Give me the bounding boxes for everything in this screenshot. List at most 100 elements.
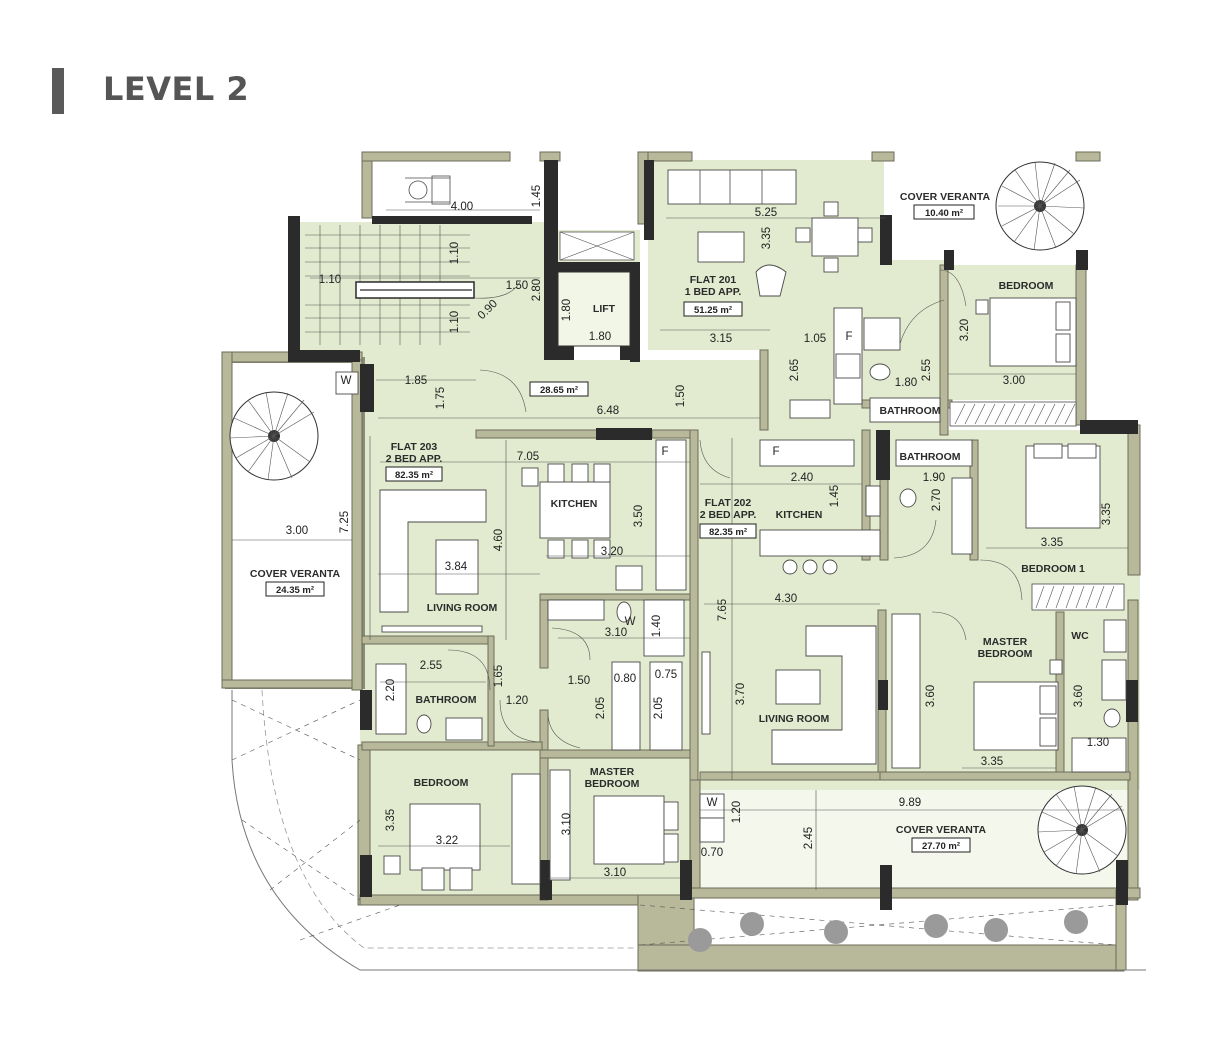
- dim-label: 5.25: [755, 207, 777, 219]
- lift-car: [557, 271, 631, 347]
- master-bedroom-flat203-line1: MASTER: [590, 766, 635, 778]
- dim-label: 1.40: [651, 615, 663, 637]
- cover-veranta-left-area: 24.35 m²: [276, 585, 314, 596]
- dim-label: 1.75: [435, 387, 447, 409]
- fixture-letters: W W F F F W: [341, 331, 853, 809]
- bathroom-flat202-label: BATHROOM: [899, 451, 960, 463]
- common-area: 28.65 m²: [540, 385, 578, 396]
- dim-label: 1.45: [829, 485, 841, 507]
- dimension-lines: [232, 209, 1128, 890]
- dim-label: 1.65: [493, 665, 505, 687]
- dim-label: 3.84: [445, 561, 468, 573]
- cover-veranta-bottom-area: 27.70 m²: [922, 841, 960, 852]
- wc-flat202-label: WC: [1071, 630, 1089, 642]
- wheelchair-lift: [380, 164, 530, 210]
- terrace-outline: [231, 689, 1146, 971]
- flat202-type: 2 BED APP.: [700, 509, 757, 521]
- bathroom-flat203-label: BATHROOM: [415, 694, 476, 706]
- dim-label: 1.05: [804, 333, 826, 345]
- dim-label: 2.40: [791, 472, 813, 484]
- dim-label: 3.15: [710, 333, 732, 345]
- dim-label: 1.50: [675, 385, 687, 407]
- structural-walls: [288, 160, 1138, 910]
- dim-label: 1.10: [449, 311, 461, 333]
- dimension-labels: 4.00 1.45 5.25 3.35 1.10 1.10 1.10 1.50 …: [286, 185, 1113, 879]
- dim-label: 7.65: [717, 599, 729, 621]
- dim-label: 1.30: [1087, 737, 1109, 749]
- kitchen-flat203-label: KITCHEN: [551, 498, 598, 510]
- dim-label: 3.10: [561, 813, 573, 835]
- fridge-label: F: [845, 331, 852, 343]
- cover-veranta-top-area: 10.40 m²: [925, 208, 963, 219]
- dim-label: 2.80: [531, 279, 543, 301]
- dim-label: 3.60: [1073, 685, 1085, 707]
- dim-label: 2.05: [595, 697, 607, 719]
- washing-machine-label: W: [625, 616, 636, 628]
- title-accent-bar: [52, 68, 64, 114]
- dim-label: 2.05: [653, 697, 665, 719]
- dim-label: 1.85: [405, 375, 427, 387]
- bedroom-flat201-label: BEDROOM: [999, 280, 1054, 292]
- dim-label: 3.60: [925, 685, 937, 707]
- dim-label: 3.35: [761, 227, 773, 249]
- fridge-label: F: [661, 446, 668, 458]
- cover-veranta-left-label: COVER VERANTA: [250, 568, 341, 580]
- fridge-label: F: [772, 446, 779, 458]
- dim-label: 3.00: [1003, 375, 1025, 387]
- master-bedroom-flat202-line1: MASTER: [983, 636, 1028, 648]
- dim-label: 1.80: [561, 299, 573, 321]
- dim-label: 3.35: [981, 756, 1003, 768]
- dim-label: 3.20: [601, 546, 623, 558]
- flat203-type: 2 BED APP.: [386, 453, 443, 465]
- flat201-name: FLAT 201: [690, 274, 737, 286]
- dim-label: 1.50: [506, 280, 528, 292]
- dim-label: 6.48: [597, 405, 619, 417]
- dim-label: 0.80: [614, 673, 636, 685]
- kitchen-flat202-label: KITCHEN: [776, 509, 823, 521]
- dim-label: 1.10: [319, 274, 341, 286]
- dim-label: 1.80: [589, 331, 611, 343]
- flat201-area: 51.25 m²: [694, 305, 732, 316]
- dim-label: 1.45: [531, 185, 543, 207]
- dim-label: 3.10: [604, 867, 626, 879]
- dim-label: 3.70: [735, 683, 747, 705]
- flat202-name: FLAT 202: [705, 497, 752, 509]
- living-room-flat202-label: LIVING ROOM: [759, 713, 830, 725]
- dim-label: 3.50: [633, 505, 645, 527]
- bedroom-flat203-label: BEDROOM: [414, 777, 469, 789]
- page-title: LEVEL 2: [103, 70, 250, 108]
- lift-label: LIFT: [593, 303, 616, 315]
- dim-label: 3.00: [286, 525, 308, 537]
- master-bedroom-flat203-line2: BEDROOM: [585, 778, 640, 790]
- dim-label: 0.75: [655, 669, 677, 681]
- dim-label: 9.89: [899, 797, 921, 809]
- cover-veranta-bottom-label: COVER VERANTA: [896, 824, 987, 836]
- flat203-area: 82.35 m²: [395, 470, 433, 481]
- bedroom1-flat202-label: BEDROOM 1: [1021, 563, 1085, 575]
- dim-label: 2.55: [420, 660, 442, 672]
- flat203-name: FLAT 203: [391, 441, 438, 453]
- dim-label: 3.10: [605, 627, 627, 639]
- dim-label: 3.35: [1041, 537, 1063, 549]
- flat202-area: 82.35 m²: [709, 527, 747, 538]
- door-swings: [447, 269, 1023, 749]
- dim-label: 3.22: [436, 835, 458, 847]
- flat201-floor: [648, 160, 1080, 430]
- dim-label: 7.05: [517, 451, 539, 463]
- spiral-staircase-bottom: [1037, 785, 1127, 875]
- dim-label: 1.20: [731, 801, 743, 823]
- dim-label: 2.65: [789, 359, 801, 381]
- living-room-flat203-label: LIVING ROOM: [427, 602, 498, 614]
- dim-label: 0.70: [701, 847, 723, 859]
- washing-machine-label: W: [341, 375, 352, 387]
- master-bedroom-flat202-line2: BEDROOM: [978, 648, 1033, 660]
- spiral-staircase-top: [995, 161, 1085, 251]
- furniture: [335, 169, 1127, 891]
- dim-label: 4.00: [451, 201, 473, 213]
- dim-label: 1.50: [568, 675, 590, 687]
- staircase: [305, 225, 521, 345]
- dim-label: 3.20: [959, 319, 971, 341]
- dim-label: 3.35: [385, 809, 397, 831]
- room-labels: COVER VERANTA 10.40 m² BEDROOM LIFT FLAT…: [250, 191, 1089, 853]
